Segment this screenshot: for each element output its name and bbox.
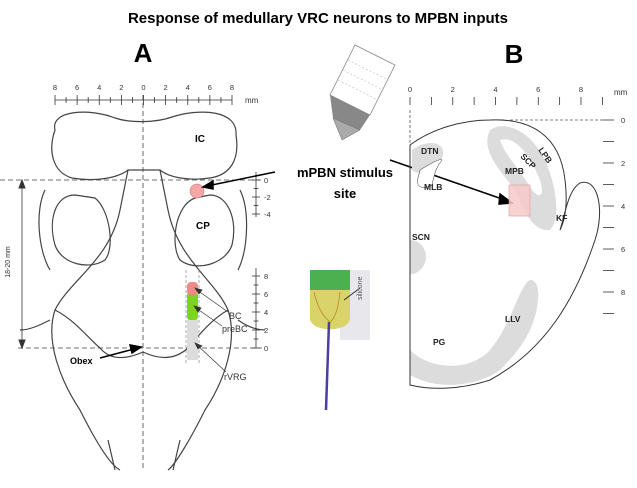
panel-a: A 8 6 4 2 0 2 4 6 8 mm 18-20 mm IC CP 0 -2	[0, 38, 271, 471]
label-bc: BC	[229, 311, 242, 321]
panel-a-label: A	[134, 38, 153, 68]
rvrg-region	[187, 320, 198, 360]
ruler-tick-label: 0	[264, 344, 268, 353]
ruler-tick-label: 6	[264, 290, 268, 299]
electrode-photo: silicone	[310, 270, 370, 411]
ruler-tick-label: -4	[264, 210, 271, 219]
ruler-tick-label: 0	[408, 85, 412, 94]
ruler-tick-label: 8	[53, 83, 57, 92]
mpbn-site-marker	[189, 183, 205, 199]
mlb-outline	[417, 159, 443, 188]
ruler-a-unit: mm	[245, 96, 259, 105]
inferior-colliculus	[51, 111, 238, 181]
column-arrows	[193, 287, 229, 373]
bc-region	[187, 282, 198, 295]
top-ruler-a: 8 6 4 2 0 2 4 6 8	[53, 83, 234, 105]
ruler-tick-label: 0	[141, 83, 145, 92]
label-obex: Obex	[70, 356, 93, 366]
ruler-b-unit: mm	[614, 88, 628, 97]
ruler-tick-label: 2	[451, 85, 455, 94]
ruler-tick-label: 2	[119, 83, 123, 92]
top-ruler-b: 0 2 4 6 8	[408, 85, 603, 105]
silicone-label: silicone	[357, 277, 364, 300]
label-pg: PG	[433, 337, 446, 347]
label-llv: LLV	[505, 314, 521, 324]
mpb-stimulus-box	[508, 184, 531, 217]
stimulus-label-line1: mPBN stimulus	[297, 165, 393, 180]
ruler-tick-label: 8	[621, 288, 625, 297]
label-mlb: MLB	[424, 182, 442, 192]
medulla-ruler: 8 6 4 2 0	[252, 268, 268, 353]
brainstem-outline	[19, 111, 266, 471]
ruler-tick-label: 6	[536, 85, 540, 94]
stimulus-label-line2: site	[334, 186, 356, 201]
length-label: 18-20 mm	[5, 246, 12, 278]
cerebral-peduncle-right	[174, 194, 235, 267]
section-outline	[409, 119, 601, 389]
ruler-tick-label: 6	[208, 83, 212, 92]
label-dtn: DTN	[421, 146, 438, 156]
figure-title: Response of medullary VRC neurons to MPB…	[128, 10, 508, 27]
ruler-tick-label: 4	[621, 202, 625, 211]
label-prebc: preBC	[222, 324, 248, 334]
ruler-tick-label: 4	[493, 85, 497, 94]
vrc-column	[185, 270, 200, 363]
length-arrow	[18, 178, 26, 350]
ruler-tick-label: 6	[621, 245, 625, 254]
ruler-tick-label: 8	[230, 83, 234, 92]
scp-tract	[500, 139, 543, 196]
ruler-tick-label: 0	[621, 116, 625, 125]
label-rvrg: rVRG	[224, 372, 247, 382]
obex-arrow	[99, 344, 143, 359]
panel-b-label: B	[505, 39, 524, 69]
ruler-tick-label: 8	[264, 272, 268, 281]
region-ic: IC	[195, 134, 205, 145]
ruler-tick-label: 2	[621, 159, 625, 168]
label-kf: KF	[556, 213, 567, 223]
label-mpb: MPB	[505, 166, 524, 176]
ruler-tick-label: 2	[164, 83, 168, 92]
ruler-tick-label: 8	[579, 85, 583, 94]
region-cp: CP	[196, 221, 210, 232]
ruler-tick-label: 2	[264, 326, 268, 335]
ruler-tick-label: 6	[75, 83, 79, 92]
ruler-tick-label: 0	[264, 176, 268, 185]
pons-ruler: 0 -2 -4	[252, 172, 271, 219]
nuclei	[410, 126, 557, 385]
right-ruler-b: 0 2 4 6 8	[603, 116, 625, 314]
ruler-tick-label: 4	[186, 83, 190, 92]
ruler-tick-label: 4	[264, 308, 268, 317]
label-scn: SCN	[412, 232, 430, 242]
ruler-tick-label: 4	[97, 83, 101, 92]
ruler-tick-label: -2	[264, 193, 271, 202]
prebc-region	[187, 292, 198, 320]
electrode-illustration	[329, 44, 396, 141]
cerebral-peduncle-left	[51, 194, 111, 266]
